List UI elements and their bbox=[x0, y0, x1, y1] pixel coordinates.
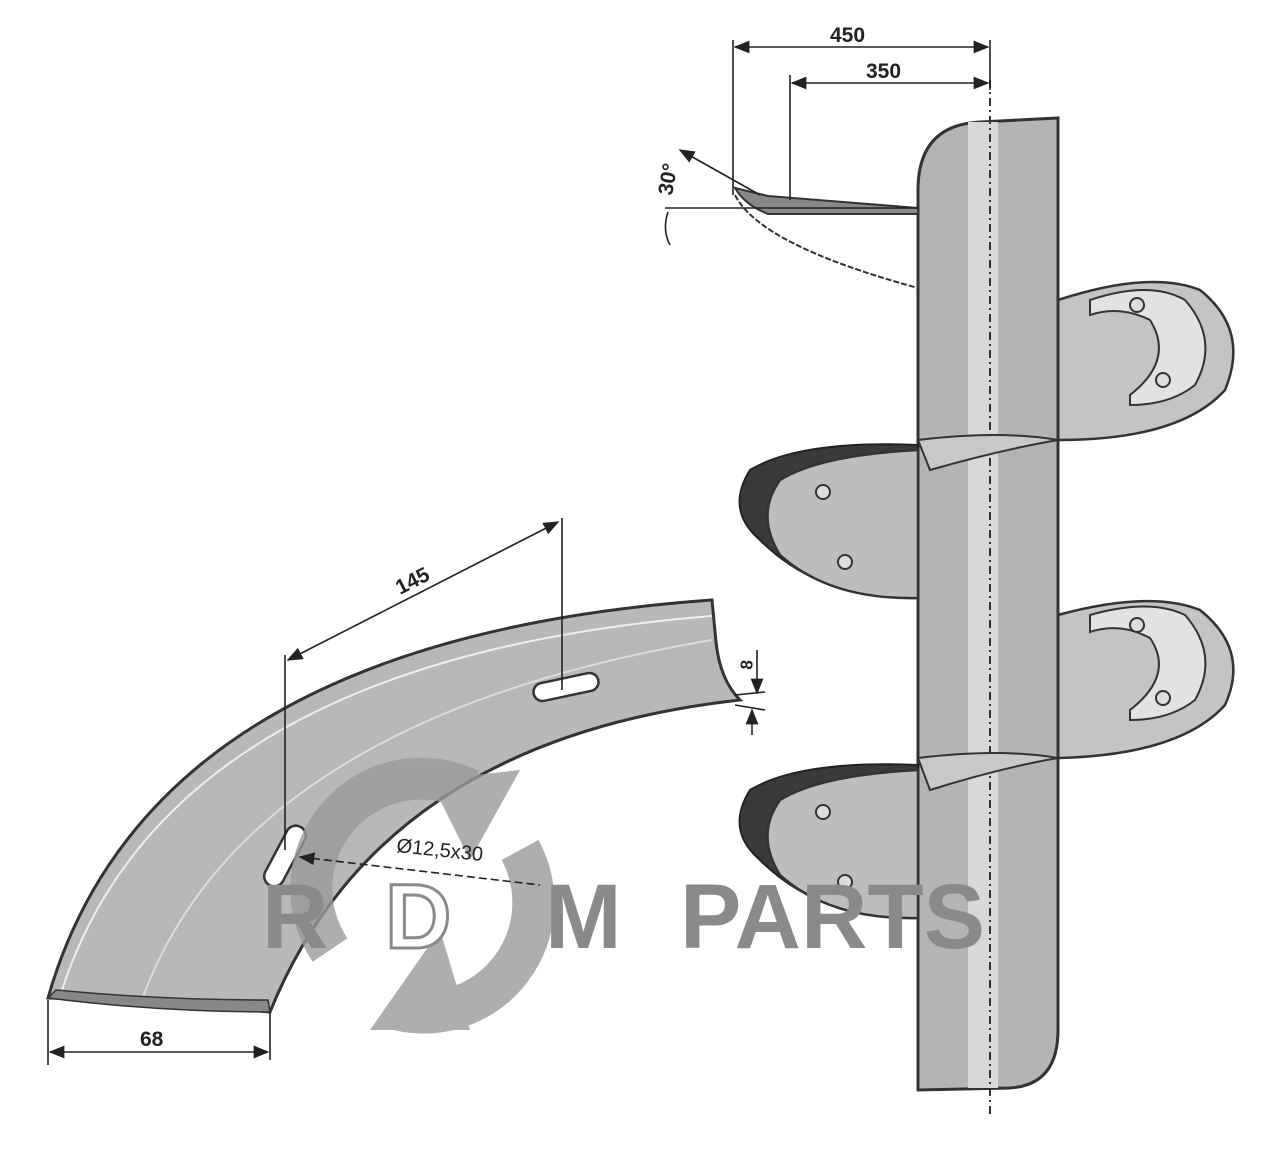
auger-assembly bbox=[732, 80, 1235, 1115]
curved-blade bbox=[46, 598, 744, 1014]
watermark-letter-m: M bbox=[545, 866, 622, 968]
flight-left-lower bbox=[738, 752, 1059, 920]
dim-145: 145 bbox=[392, 563, 434, 600]
flight-right-upper bbox=[1056, 280, 1235, 442]
dim-8: 8 bbox=[737, 659, 757, 670]
slot-hole-upper bbox=[532, 671, 600, 703]
dimension-lines bbox=[47, 40, 991, 1065]
watermark-word-parts: PARTS bbox=[680, 866, 985, 968]
dim-68: 68 bbox=[140, 1028, 164, 1051]
flight-right-lower bbox=[1056, 599, 1235, 760]
flight-left-upper bbox=[738, 434, 1059, 600]
watermark-letter-d: D bbox=[385, 866, 451, 968]
dim-450: 450 bbox=[830, 24, 865, 47]
dim-angle-30: 30° bbox=[654, 162, 682, 197]
watermark-letter-r: R bbox=[262, 866, 328, 968]
dim-350: 350 bbox=[866, 60, 901, 83]
top-tab bbox=[732, 186, 919, 289]
